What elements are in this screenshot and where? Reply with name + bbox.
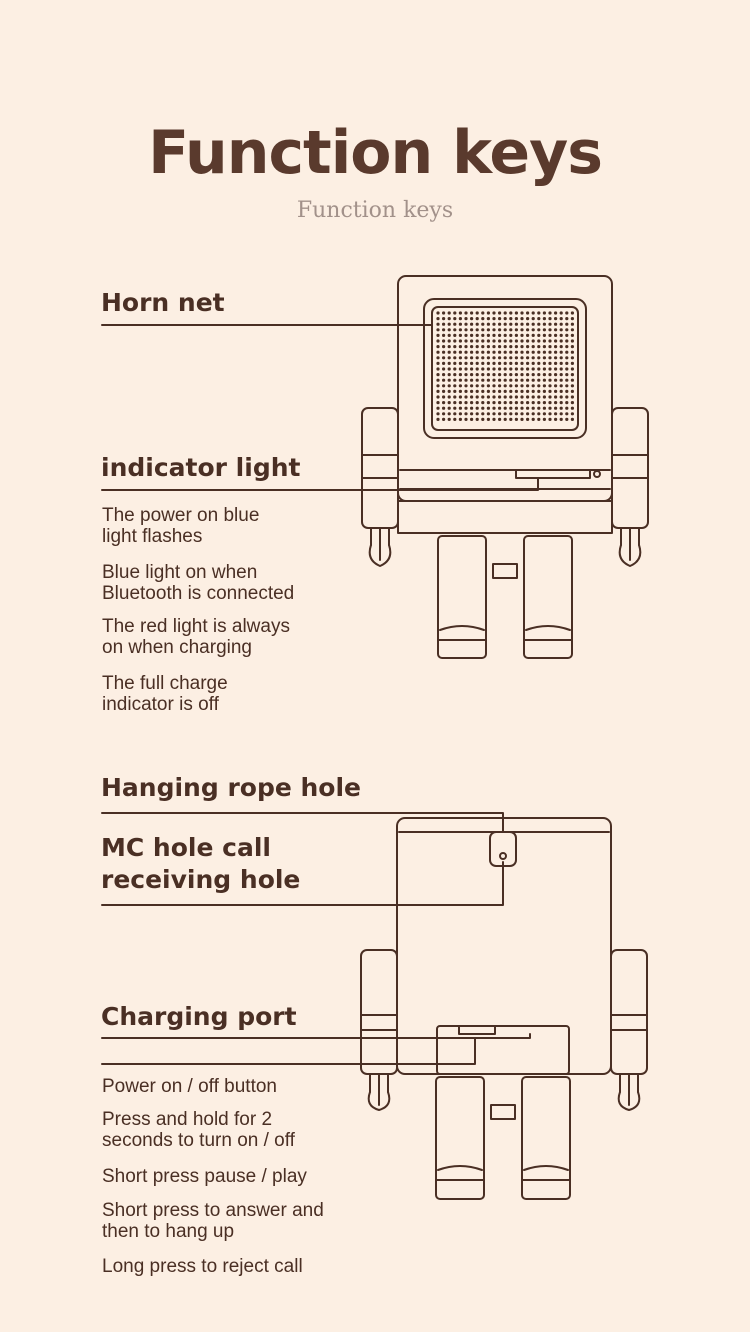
label-charging-port: Charging port [101, 1002, 297, 1031]
back-left-leg [435, 1076, 485, 1200]
indicator-light-strip [515, 469, 591, 479]
indicator-note-4-line2: indicator is off [102, 694, 219, 715]
front-left-leg [437, 535, 487, 659]
page-title: Function keys [148, 118, 603, 188]
label-mc-hole-line2: receiving hole [101, 865, 301, 894]
charging-port [458, 1025, 496, 1035]
button-note-2: Press and hold for 2 seconds to turn on … [102, 1109, 295, 1151]
button-note-2-line1: Press and hold for 2 [102, 1109, 273, 1130]
indicator-note-1-line2: light flashes [102, 526, 203, 547]
label-mc-hole: MC hole call receiving hole [101, 832, 300, 896]
button-note-5-line1: Long press to reject call [102, 1256, 303, 1277]
indicator-note-3-line1: The red light is always [102, 616, 290, 637]
label-mc-hole-line1: MC hole call [101, 833, 271, 862]
horn-net-dots [436, 311, 575, 421]
indicator-note-2-line1: Blue light on when [102, 562, 258, 583]
front-screen-frame [423, 298, 587, 439]
indicator-note-3: The red light is always on when charging [102, 616, 290, 658]
leader-power-button [101, 1037, 476, 1065]
front-head [397, 275, 613, 502]
indicator-note-4: The full charge indicator is off [102, 673, 228, 715]
front-right-arm [611, 407, 649, 529]
robot-front-view [361, 275, 649, 659]
leader-lines [101, 324, 539, 1065]
charging-port-panel [436, 1025, 570, 1075]
back-leg-joint [490, 1104, 516, 1120]
indicator-light-dot [593, 470, 601, 478]
back-right-leg [521, 1076, 571, 1200]
indicator-note-2-line2: Bluetooth is connected [102, 583, 295, 604]
front-leg-joint [492, 563, 518, 579]
leader-mc-hole [101, 861, 504, 906]
button-note-1: Power on / off button [102, 1076, 277, 1097]
back-body [396, 817, 612, 1075]
button-note-2-line2: seconds to turn on / off [102, 1130, 295, 1151]
leader-charging-port [101, 1033, 531, 1039]
indicator-note-3-line2: on when charging [102, 637, 252, 658]
button-note-4-line1: Short press to answer and [102, 1200, 324, 1221]
front-left-arm [361, 407, 399, 529]
button-note-3-line1: Short press pause / play [102, 1166, 307, 1187]
horn-net-grille [431, 306, 579, 431]
leader-hanging-rope-hole [101, 812, 504, 833]
button-note-3: Short press pause / play [102, 1166, 307, 1187]
indicator-note-1-line1: The power on blue [102, 505, 260, 526]
page-subtitle: Function keys [296, 198, 454, 223]
button-note-5: Long press to reject call [102, 1256, 303, 1277]
back-right-arm [610, 949, 648, 1075]
label-hanging-rope-hole: Hanging rope hole [101, 773, 362, 802]
label-indicator-light: indicator light [101, 453, 301, 482]
mic-hole [499, 852, 507, 860]
indicator-note-4-line1: The full charge [102, 673, 228, 694]
leader-indicator-light [101, 477, 539, 491]
button-note-4: Short press to answer and then to hang u… [102, 1200, 324, 1242]
back-left-arm [360, 949, 398, 1075]
label-horn-net: Horn net [101, 288, 225, 317]
front-body [397, 500, 613, 534]
button-note-4-line2: then to hang up [102, 1221, 235, 1242]
indicator-note-2: Blue light on when Bluetooth is connecte… [102, 562, 294, 604]
indicator-note-1: The power on blue light flashes [102, 505, 259, 547]
button-note-1-line1: Power on / off button [102, 1076, 277, 1097]
hanging-rope-hole [489, 831, 517, 867]
front-right-leg [523, 535, 573, 659]
